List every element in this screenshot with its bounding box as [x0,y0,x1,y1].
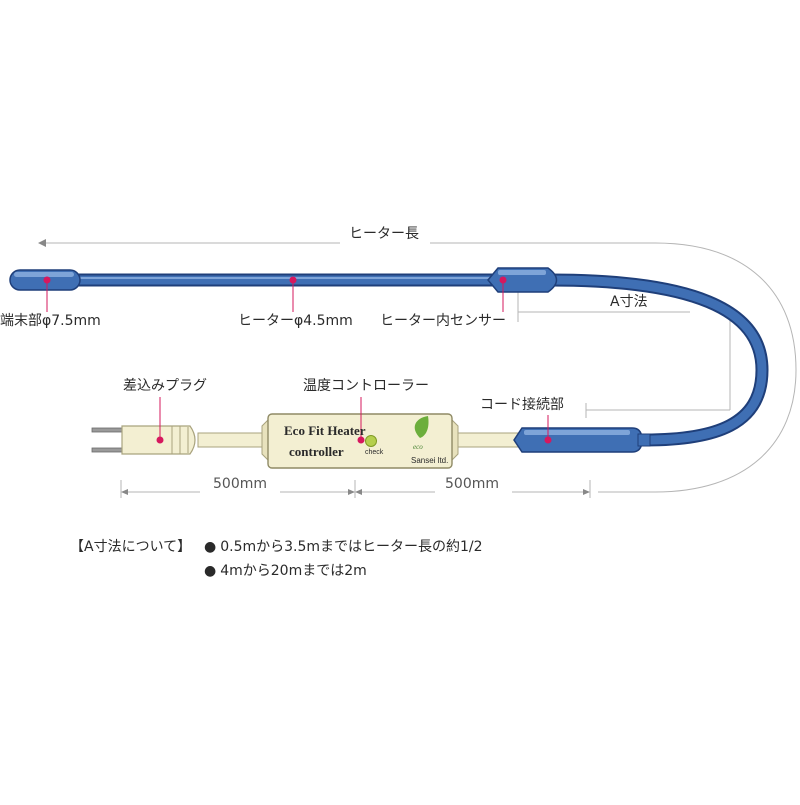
heater-cable-body [55,275,767,445]
leader-markers [43,276,552,444]
note-bullet: ● [204,539,217,555]
a-dimension-notes-heading: 【A寸法について】 [70,539,192,555]
heater-length-dimension [38,239,797,493]
eco-mark-label: eco [413,443,423,451]
a-dimension-label: A寸法 [610,294,648,310]
cord-connector-highlight [524,430,630,435]
plug-prong-bottom [91,447,125,453]
heater-length-arrowhead [38,239,46,247]
maker-label: Sansei ltd. [411,456,448,465]
note-bullet: ● [204,563,217,579]
cord-connector [513,427,651,453]
plug [91,425,196,455]
heater-tip-highlight [14,272,74,277]
heater-diameter-label: ヒーターφ4.5mm [238,313,353,329]
controller-title-line1: Eco Fit Heater [284,423,366,438]
a-dimension-note-2: ●4mから20mまでは2m [204,562,367,580]
sensor-section [487,267,558,293]
dim-arrow-3 [355,489,362,495]
controller-label: 温度コントローラー [303,378,429,394]
cord-left-length-label: 500mm [213,476,267,492]
plug-label: 差込みプラグ [123,378,207,394]
cord-connector-collar [637,433,651,447]
internal-sensor-label: ヒーター内センサー [380,313,506,329]
a-dimension-note-1: ●0.5mから3.5mまではヒーター長の約1/2 [204,538,483,556]
cord-connection-label: コード接続部 [480,397,564,413]
check-led [365,435,377,447]
dim-arrow-4 [583,489,590,495]
cord-plug-to-controller [197,432,269,448]
note-1-text: 0.5mから3.5mまではヒーター長の約1/2 [220,539,483,555]
a-dimension-guides [517,292,731,418]
cord-controller-to-connector [451,432,523,448]
cord-length-dimensions [120,480,591,498]
controller-title-line2: controller [289,444,344,459]
cord-right-length-label: 500mm [445,476,499,492]
dim-arrow-2 [348,489,355,495]
tip-label: 端末部φ7.5mm [0,313,101,329]
heater-length-label: ヒーター長 [349,226,419,242]
note-2-text: 4mから20mまでは2m [220,563,367,579]
heater-cable [53,273,769,447]
check-label: check [365,449,384,456]
power-cords [197,432,523,448]
leaf-icon [414,416,429,438]
plug-prong-top [91,427,125,433]
sensor-section-highlight [498,270,546,275]
dim-arrow-1 [121,489,128,495]
heater-length-curve [654,242,797,493]
